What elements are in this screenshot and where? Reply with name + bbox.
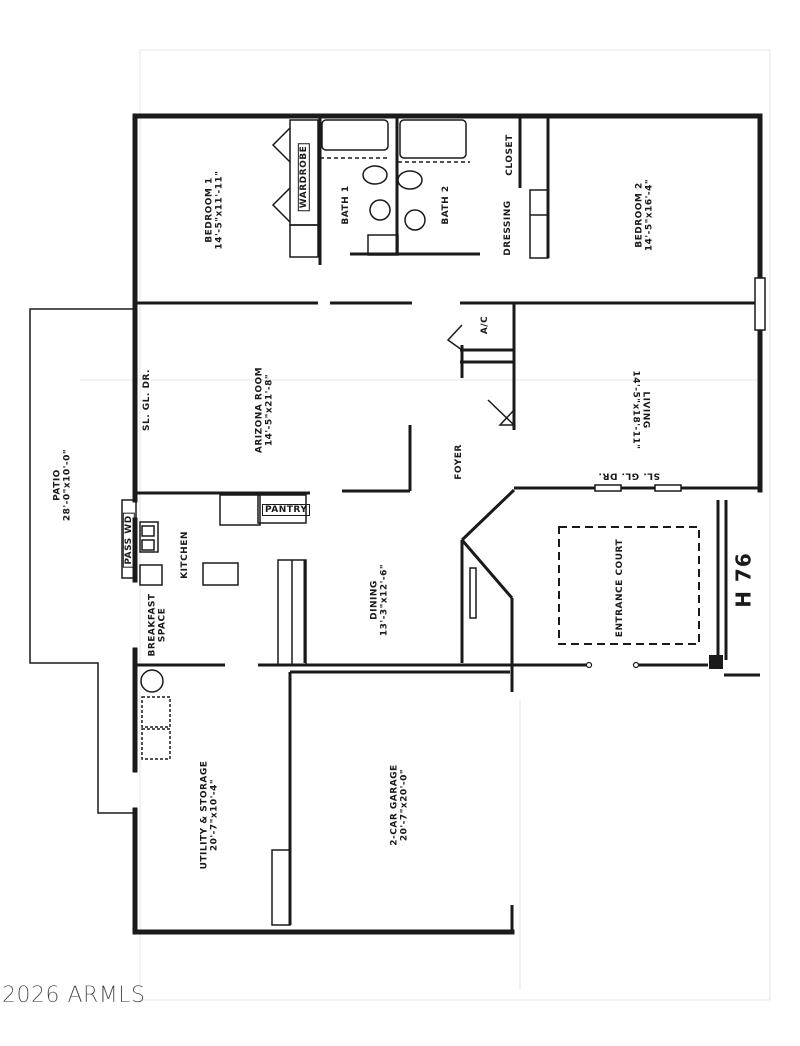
sliding-door-marks — [469, 277, 766, 619]
entrance-court-outline — [558, 526, 700, 645]
exterior-walls — [132, 113, 763, 935]
interior-walls — [135, 116, 760, 932]
sl-gl-dr-arizona-label: SL. GL. DR. — [141, 369, 152, 431]
closet-door-swing — [487, 399, 516, 426]
closet-label: CLOSET — [504, 134, 515, 176]
bath2-label: BATH 2 — [440, 185, 451, 225]
arizona-room-label: ARIZONA ROOM 14'-5"x21'-8" — [254, 366, 275, 454]
dressing-label: DRESSING — [502, 200, 513, 256]
bath1-label: BATH 1 — [340, 185, 351, 225]
ac-door-swing — [446, 324, 463, 351]
entrance-post — [709, 655, 723, 669]
kitchen-fixtures — [121, 494, 307, 926]
pantry-label: PANTRY — [262, 504, 311, 517]
bath-fixtures — [320, 119, 470, 256]
patio-outline — [29, 308, 135, 814]
bedroom1-label: BEDROOM 1 14'-5"x11'-11" — [204, 170, 225, 250]
closet-fixture — [529, 189, 549, 259]
sl-gl-dr-living-label: SL. GL. DR. — [598, 470, 660, 481]
faint-scan-artifacts — [80, 49, 771, 1001]
wardrobe-fixture — [271, 119, 319, 258]
entrance-court-label: ENTRANCE COURT — [614, 538, 625, 638]
garage-label: 2-CAR GARAGE 20'-7"x20'-0" — [389, 764, 410, 846]
pass-wd-label: PASS WD — [122, 512, 136, 568]
patio-label: PATIO 28'-0"x10'-0" — [52, 448, 73, 522]
wardrobe-label: WARDROBE — [297, 142, 311, 212]
dining-label: DINING 13'-3"x12'-6" — [369, 563, 390, 637]
utility-storage-label: UTILITY & STORAGE 20'-7"x10'-4" — [199, 760, 220, 870]
ac-label: A/C — [479, 315, 490, 335]
plan-id: H 76 — [731, 552, 756, 608]
breakfast-label: BREAKFAST SPACE — [147, 593, 168, 657]
living-label: LIVING 14'-5"x18'-11" — [630, 370, 651, 450]
bedroom2-label: BEDROOM 2 14'-5"x16'-4" — [634, 178, 655, 252]
kitchen-label: KITCHEN — [179, 531, 190, 579]
watermark: 2026 ARMLS — [2, 983, 146, 1008]
foyer-label: FOYER — [453, 444, 464, 480]
